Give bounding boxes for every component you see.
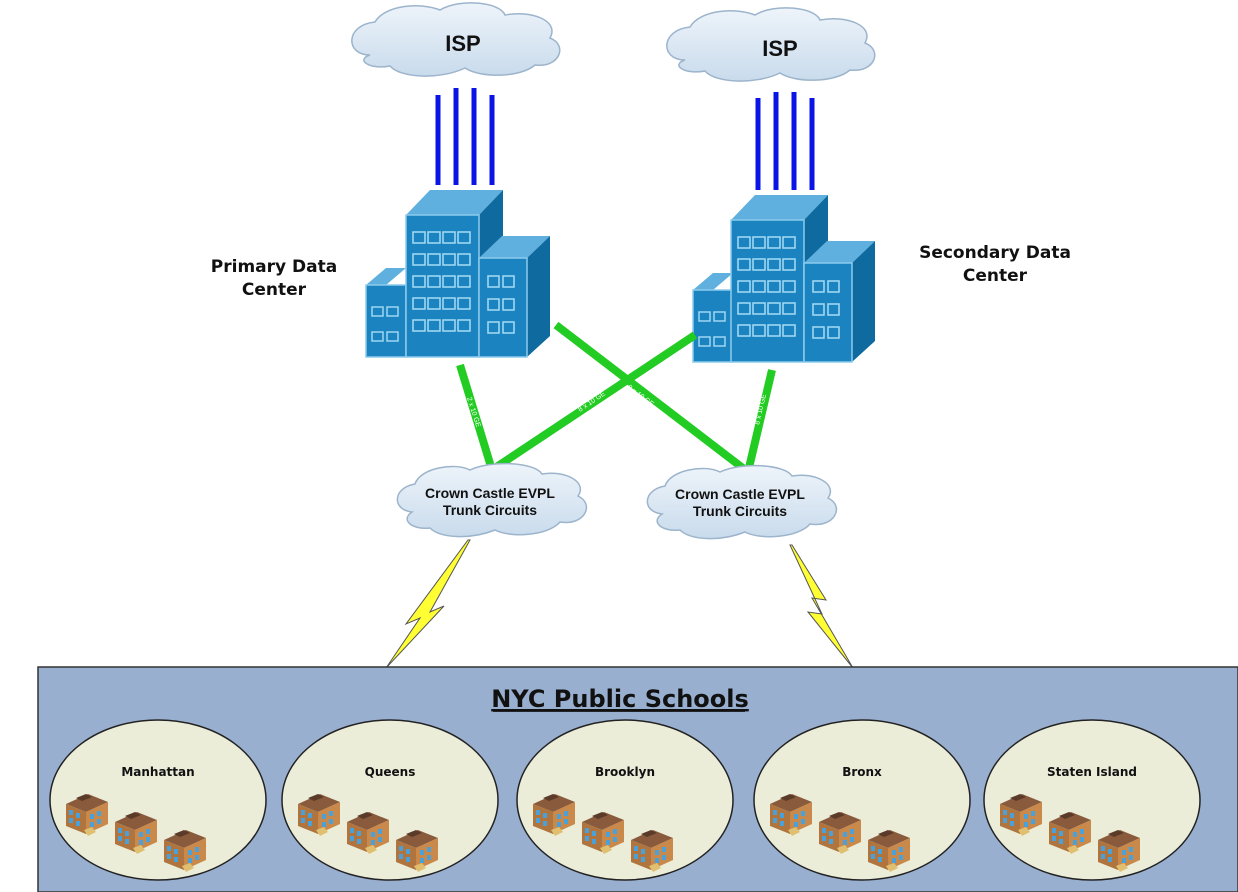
link-left-evpl-to-secondary — [489, 331, 698, 474]
borough-ellipse — [281, 719, 499, 881]
lightning-left-icon — [385, 539, 471, 669]
borough-label: Brooklyn — [595, 765, 655, 779]
borough-groups: Manhattan Queens Brooklyn Bronx Staten Islan… — [49, 719, 1201, 881]
borough-ellipse — [516, 719, 734, 881]
link-secondary-to-right-evpl — [744, 369, 776, 473]
borough-manhattan: Manhattan — [49, 719, 267, 881]
evpl-left-line1: Crown Castle EVPL — [425, 485, 555, 501]
isp-left-label: ISP — [445, 31, 480, 56]
isp-links-right — [755, 92, 815, 190]
borough-label: Staten Island — [1047, 765, 1137, 779]
secondary-dc-label-line1: Secondary Data — [919, 243, 1071, 263]
borough-label: Manhattan — [121, 765, 194, 779]
evpl-right-line2: Trunk Circuits — [693, 503, 787, 519]
borough-brooklyn: Brooklyn — [516, 719, 734, 881]
lightning-right-icon — [789, 544, 854, 669]
evpl-right-line1: Crown Castle EVPL — [675, 486, 805, 502]
primary-dc-label-line1: Primary Data — [211, 257, 337, 277]
borough-ellipse — [983, 719, 1201, 881]
secondary-dc-label-line2: Center — [963, 266, 1028, 286]
secondary-data-center-icon — [692, 195, 875, 363]
isp-links-left — [435, 88, 495, 185]
link-primary-to-left-evpl — [456, 363, 496, 472]
isp-cloud-left: ISP — [351, 2, 561, 77]
link-primary-to-right-evpl — [553, 321, 751, 476]
borough-ellipse — [753, 719, 971, 881]
evpl-cloud-left: Crown Castle EVPL Trunk Circuits — [396, 462, 588, 538]
borough-label: Queens — [365, 765, 416, 779]
isp-right-label: ISP — [762, 36, 797, 61]
isp-cloud-right: ISP — [666, 7, 876, 82]
primary-dc-label-line2: Center — [242, 280, 307, 300]
link-label-primary-cross: 8 x 10 GE — [577, 390, 607, 413]
schools-title: NYC Public Schools — [491, 685, 749, 713]
borough-queens: Queens — [281, 719, 499, 881]
trunk-links — [456, 321, 776, 476]
evpl-left-line2: Trunk Circuits — [443, 502, 537, 518]
evpl-cloud-right: Crown Castle EVPL Trunk Circuits — [646, 464, 838, 540]
borough-staten-island: Staten Island — [983, 719, 1201, 881]
link-label-primary-down: 2 x 10 GE — [465, 396, 481, 428]
borough-label: Bronx — [842, 765, 882, 779]
borough-bronx: Bronx — [753, 719, 971, 881]
primary-data-center-icon — [365, 190, 550, 358]
borough-ellipse — [49, 719, 267, 881]
